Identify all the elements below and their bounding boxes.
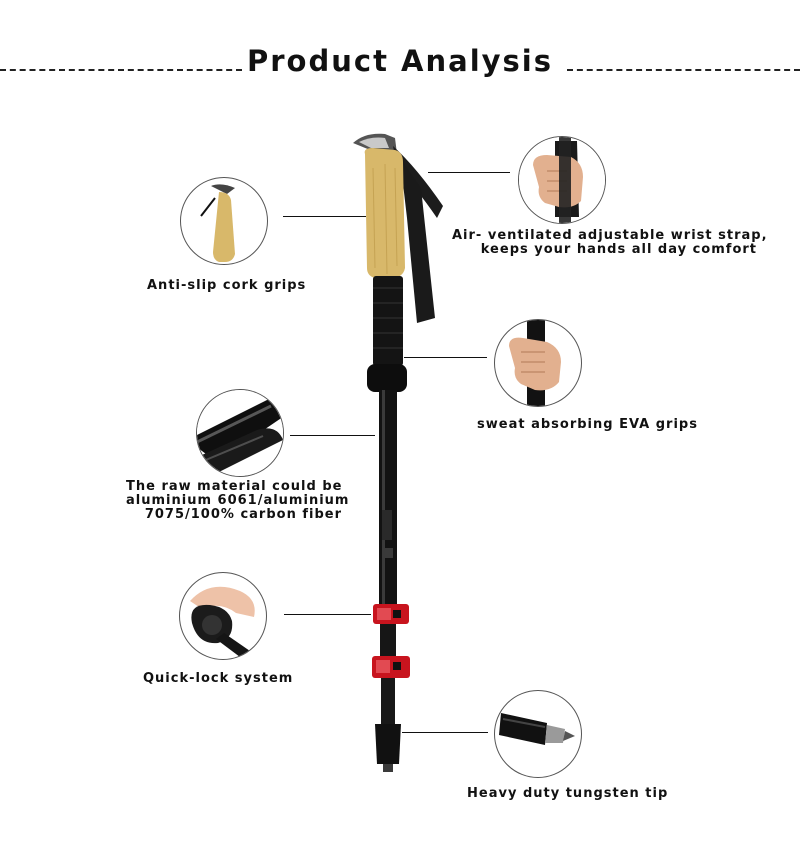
cork-connector-line [283, 216, 366, 217]
quick-lock-closeup-image [179, 572, 267, 660]
title-divider-left [0, 69, 242, 71]
trekking-pole-image [353, 133, 443, 772]
material-label-line-3: 7075/100% carbon fiber [144, 507, 342, 522]
quick-lock-label: Quick-lock system [143, 671, 294, 686]
wrist-strap-label-line-2: keeps your hands all day comfort [480, 242, 757, 257]
cork-grip-closeup-image [180, 177, 268, 265]
material-label-line-2: aluminium 6061/aluminium [126, 493, 350, 508]
tungsten-tip-label: Heavy duty tungsten tip [467, 786, 669, 801]
eva-grip-closeup-image [494, 319, 582, 407]
wrist-strap-label: Air- ventilated adjustable wrist strap, … [452, 228, 768, 257]
wrist-strap-label-line-1: Air- ventilated adjustable wrist strap, [452, 228, 768, 243]
tube-closeup-image [196, 389, 284, 477]
page-title: Product Analysis [247, 44, 553, 78]
eva-grip-label: sweat absorbing EVA grips [477, 417, 698, 432]
material-label: The raw material could be aluminium 6061… [126, 479, 350, 522]
material-label-line-1: The raw material could be [126, 479, 343, 494]
cork-grip-label: Anti-slip cork grips [147, 278, 307, 293]
eva-connector-line [404, 357, 487, 358]
wrist-strap-closeup-image [518, 136, 606, 224]
quick-lock-connector-line [284, 614, 371, 615]
tip-connector-line [402, 732, 488, 733]
material-connector-line [290, 435, 375, 436]
tungsten-tip-closeup-image [494, 690, 582, 778]
strap-connector-line [428, 172, 510, 173]
title-divider-right [567, 69, 800, 71]
